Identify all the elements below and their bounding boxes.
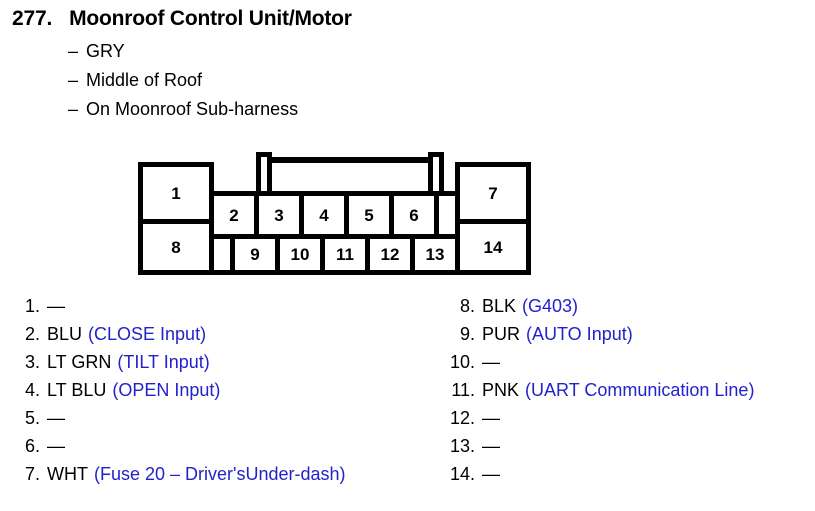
connector-pin-2[interactable]: 2	[209, 191, 259, 239]
pin-list-item: 2. BLU (CLOSE Input)	[20, 324, 346, 352]
pin-list-item: 13. —	[448, 436, 754, 464]
pin-list-item: 4. LT BLU (OPEN Input)	[20, 380, 346, 408]
pin-list-empty: —	[47, 408, 65, 428]
pin-number-label: 3	[274, 205, 284, 225]
pin-list-item: 6. —	[20, 436, 346, 464]
pin-list-empty: —	[482, 352, 500, 372]
pin-number-label: 1	[171, 183, 181, 203]
connector-pin-13[interactable]: 13	[410, 234, 460, 275]
pin-number-label: 9	[250, 245, 260, 264]
pin-list-number: 12.	[449, 408, 475, 428]
connector-diagram: 1 2 3 4 5 6 7 8 9 10 11 12 13 14	[138, 146, 536, 278]
pin-list-number: 6.	[24, 436, 40, 456]
pin-number-label: 7	[488, 183, 498, 203]
pin-list-item: 7. WHT (Fuse 20 – Driver'sUnder-dash)	[20, 464, 346, 492]
pin-wire-color: PNK	[482, 380, 520, 400]
pin-number-label: 11	[336, 245, 354, 264]
connector-pin-7[interactable]: 7	[455, 162, 531, 224]
pin-description: (AUTO Input)	[526, 324, 633, 344]
pin-list-number: 1.	[24, 296, 40, 316]
pin-list-number: 10.	[449, 352, 475, 372]
pin-list-left: 1. — 2. BLU (CLOSE Input) 3. LT GRN (TIL…	[20, 296, 346, 492]
subtitle-text: On Moonroof Sub-harness	[86, 99, 299, 119]
pin-description: (CLOSE Input)	[88, 324, 207, 344]
pin-list-item: 1. —	[20, 296, 346, 324]
pin-list-item: 3. LT GRN (TILT Input)	[20, 352, 346, 380]
pin-list-number: 8.	[459, 296, 475, 316]
pin-description: (Fuse 20 – Driver'sUnder-dash)	[93, 464, 346, 484]
pin-wire-color: LT GRN	[47, 352, 112, 372]
connector-pin-1[interactable]: 1	[138, 162, 214, 224]
pin-list-right: 8. BLK (G403) 9. PUR (AUTO Input) 10. — …	[448, 296, 754, 492]
pin-list-item: 9. PUR (AUTO Input)	[448, 324, 754, 352]
pin-list-number: 11.	[451, 380, 475, 400]
connector-pin-9[interactable]: 9	[230, 234, 280, 275]
pin-list-item: 8. BLK (G403)	[448, 296, 754, 324]
pin-description: (G403)	[522, 296, 579, 316]
pin-number-label: 6	[409, 205, 419, 225]
connector-pin-10[interactable]: 10	[275, 234, 325, 275]
pin-description: (TILT Input)	[117, 352, 210, 372]
connector-pin-6[interactable]: 6	[389, 191, 439, 239]
pin-wire-color: LT BLU	[47, 380, 107, 400]
pin-wire-color: PUR	[482, 324, 521, 344]
connector-pin-3[interactable]: 3	[254, 191, 304, 239]
pin-wire-color: WHT	[47, 464, 88, 484]
bullet-dash-icon: –	[68, 70, 79, 90]
pin-number-label: 5	[364, 205, 374, 225]
pin-list-item: 11. PNK (UART Communication Line)	[448, 380, 754, 408]
pin-list-item: 5. —	[20, 408, 346, 436]
pin-description: (OPEN Input)	[112, 380, 221, 400]
subtitle-harness: –On Moonroof Sub-harness	[68, 99, 298, 120]
pin-list-number: 9.	[459, 324, 475, 344]
pin-list-empty: —	[482, 464, 500, 484]
connector-pin-5[interactable]: 5	[344, 191, 394, 239]
pin-list-number: 13.	[449, 436, 475, 456]
pin-number-label: 14	[483, 237, 503, 257]
latch-post-left-icon	[256, 152, 272, 196]
subtitle-text: Middle of Roof	[86, 70, 203, 90]
connector-pin-8[interactable]: 8	[138, 219, 214, 275]
pin-list-item: 10. —	[448, 352, 754, 380]
pin-description: (UART Communication Line)	[525, 380, 755, 400]
pin-number-label: 13	[425, 245, 445, 264]
pin-list-number: 3.	[24, 352, 40, 372]
pin-list-empty: —	[482, 436, 500, 456]
pin-list-empty: —	[482, 408, 500, 428]
pin-list-number: 4.	[24, 380, 40, 400]
connector-pin-12[interactable]: 12	[365, 234, 415, 275]
pin-list-number: 2.	[24, 324, 40, 344]
bullet-dash-icon: –	[68, 41, 79, 61]
pin-list-number: 7.	[24, 464, 40, 484]
latch-post-right-icon	[428, 152, 444, 196]
pin-number-label: 8	[171, 237, 181, 257]
pin-list-item: 14. —	[448, 464, 754, 492]
pin-list-item: 12. —	[448, 408, 754, 436]
pin-list-empty: —	[47, 436, 65, 456]
pin-list-number: 5.	[24, 408, 40, 428]
pin-wire-color: BLK	[482, 296, 517, 316]
pin-wire-color: BLU	[47, 324, 83, 344]
page-title-number: 277.	[12, 7, 53, 30]
bullet-dash-icon: –	[68, 99, 79, 119]
subtitle-text: GRY	[86, 41, 125, 61]
subtitle-wire-color: –GRY	[68, 41, 125, 62]
connector-pin-11[interactable]: 11	[320, 234, 370, 275]
pin-number-label: 10	[290, 245, 310, 264]
pin-number-label: 2	[229, 205, 239, 225]
pin-number-label: 12	[380, 245, 400, 264]
pin-list-number: 14.	[449, 464, 475, 484]
page-title: 277. Moonroof Control Unit/Motor	[12, 7, 352, 31]
connector-pin-14[interactable]: 14	[455, 219, 531, 275]
pin-number-label: 4	[319, 205, 329, 225]
connector-pin-4[interactable]: 4	[299, 191, 349, 239]
page-title-text: Moonroof Control Unit/Motor	[69, 7, 352, 30]
subtitle-location: –Middle of Roof	[68, 70, 202, 91]
latch-bar	[264, 157, 436, 163]
pin-list-empty: —	[47, 296, 65, 316]
